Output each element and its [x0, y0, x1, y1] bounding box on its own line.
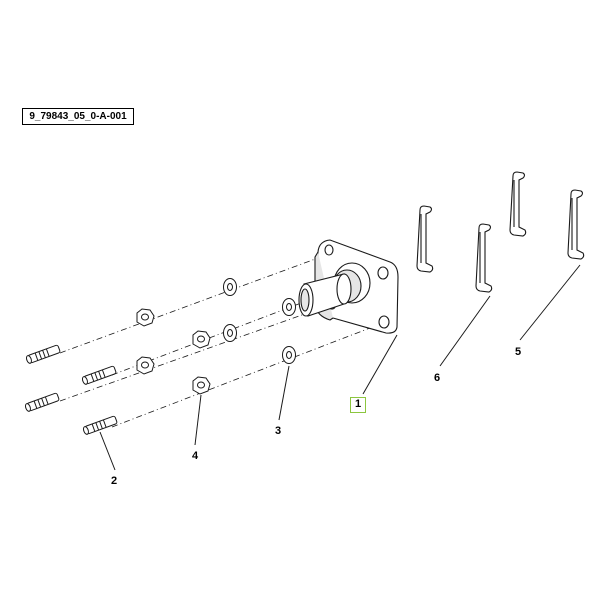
shim	[475, 223, 493, 293]
leader-line-4	[194, 394, 202, 446]
callout-3[interactable]: 3	[274, 425, 282, 437]
flange-housing-part-1[interactable]	[298, 239, 399, 334]
stud	[81, 365, 117, 385]
washer	[223, 324, 237, 342]
leader-line-6	[439, 295, 491, 367]
shim-part-5[interactable]	[509, 171, 585, 260]
nut	[192, 330, 211, 349]
nut	[136, 356, 155, 375]
shim	[416, 205, 434, 273]
leader-lines	[99, 264, 581, 471]
nut	[192, 376, 211, 395]
washer	[282, 298, 296, 316]
shim	[567, 189, 585, 260]
leader-line-3	[278, 365, 290, 421]
leader-line-5	[519, 264, 581, 341]
nut	[136, 308, 155, 327]
stud-part-2[interactable]	[24, 344, 118, 435]
shim-part-6[interactable]	[416, 205, 493, 293]
nut-part-4[interactable]	[136, 308, 211, 395]
washer	[223, 278, 237, 296]
washer-part-3[interactable]	[223, 278, 296, 364]
callout-4[interactable]: 4	[191, 450, 199, 462]
stud	[25, 344, 61, 364]
leader-line-2	[99, 431, 116, 471]
callout-1[interactable]: 1	[350, 397, 366, 413]
leader-line-1	[362, 334, 398, 395]
callout-5[interactable]: 5	[514, 346, 522, 358]
stud	[82, 415, 118, 435]
stud	[24, 392, 60, 412]
washer	[282, 346, 296, 364]
callout-2[interactable]: 2	[110, 475, 118, 487]
drawing-reference-code: 9_79843_05_0-A-001	[22, 108, 134, 125]
callout-6[interactable]: 6	[433, 372, 441, 384]
shim	[509, 171, 527, 237]
